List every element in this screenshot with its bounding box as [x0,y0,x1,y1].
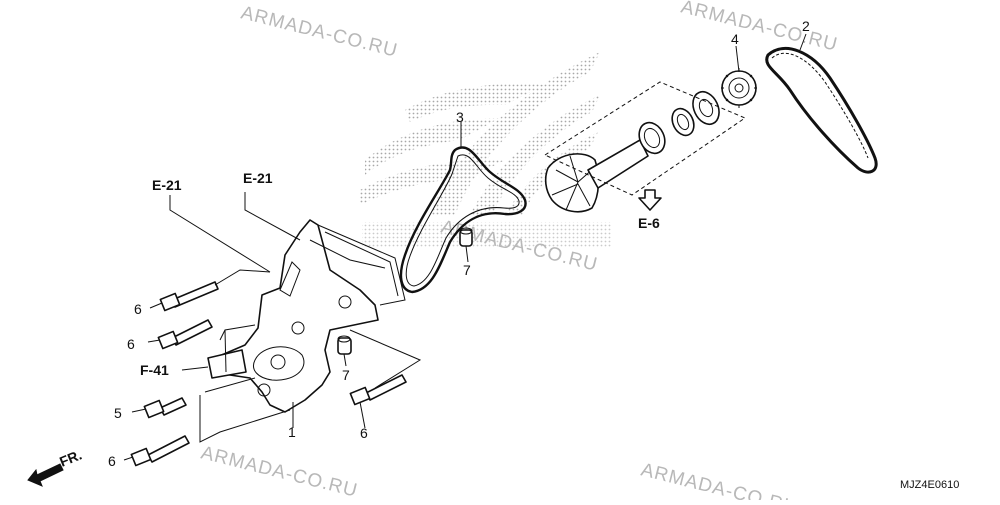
bolt [130,435,190,467]
dowel-pin [337,335,352,355]
callout-6: 6 [134,301,142,317]
callout-1: 1 [288,424,296,440]
reference-e21: E-21 [243,170,273,186]
sprocket [721,68,757,108]
bolt [159,281,219,312]
gasket-ring [399,146,527,294]
callout-5: 5 [114,405,122,421]
front-label: FR. [57,446,84,469]
callout-4: 4 [731,31,739,47]
bolt [349,374,407,406]
leader-lines [123,33,807,461]
reference-e6: E-6 [638,215,660,231]
pump-cover [207,219,406,413]
watermark-text: ARMADA-CO.RU [239,2,400,61]
callout-6: 6 [127,336,135,352]
watermark-text: ARMADA-CO.RU [679,0,840,56]
wing-logo [360,52,612,248]
gasket-ring-inner [405,154,520,287]
callout-6: 6 [360,425,368,441]
down-arrow-icon [638,189,662,211]
bolt [143,397,187,419]
watermark-text: ARMADA-CO.RU [199,442,360,500]
diagram-code: MJZ4E0610 [900,479,959,491]
reference-f41: F-41 [140,362,169,378]
reference-e21: E-21 [152,177,182,193]
front-arrow-icon [27,463,64,487]
callout-labels: 1 2 3 4 5 6 6 6 6 7 7 [108,18,810,469]
bolt [157,319,213,350]
callout-6: 6 [108,453,116,469]
callout-3: 3 [456,109,464,125]
callout-2: 2 [802,18,810,34]
drive-chain-links [771,52,869,159]
callout-7: 7 [342,367,350,383]
callout-7: 7 [463,262,471,278]
drive-chain [765,46,878,174]
reference-labels: E-21 E-21 F-41 E-6 FR. [57,170,660,470]
watermark-text: ARMADA-CO.RU [639,459,800,500]
dowel-pin [459,227,473,247]
impeller-assembly [543,81,747,213]
